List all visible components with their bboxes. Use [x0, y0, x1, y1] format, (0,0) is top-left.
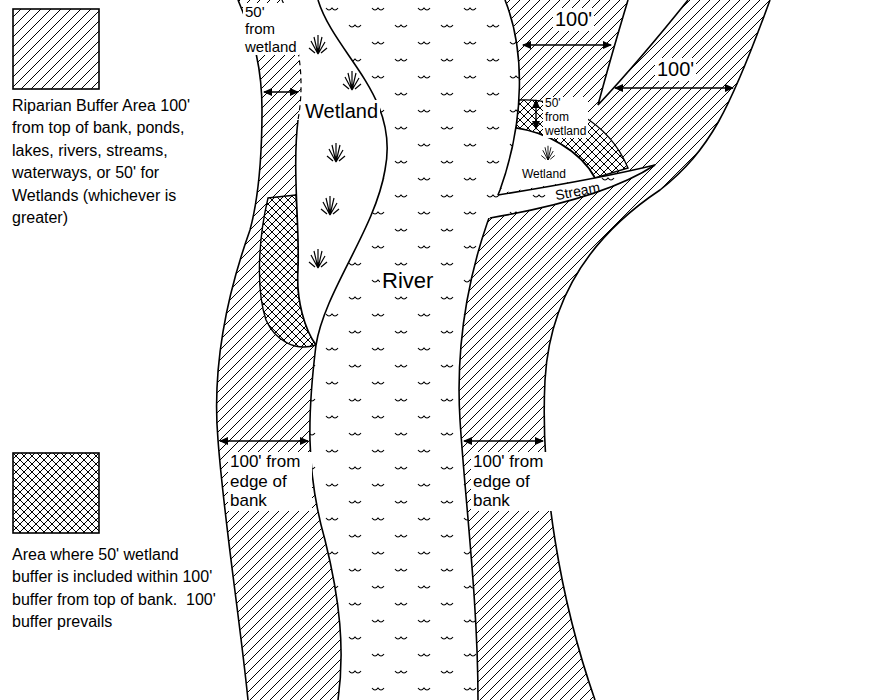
legend-text: Riparian Buffer Area 100' from top of ba…: [10, 95, 204, 229]
area-label: Wetland: [303, 100, 380, 123]
legend-swatch: [12, 8, 100, 90]
dimension-label: 100': [655, 58, 696, 81]
dimension-label: 50' from wetland: [243, 3, 299, 55]
dimension-label: 100' from edge of bank: [471, 452, 555, 511]
outlines: [217, 0, 770, 700]
stream: [478, 165, 655, 218]
legend-text: Area where 50' wetland buffer is include…: [10, 544, 220, 634]
stream-banks: [490, 165, 655, 218]
dimension-arrows: [220, 45, 733, 441]
area-label: Wetland: [520, 168, 568, 182]
riparian-buffer: [217, 0, 770, 700]
dimension-label: 100': [553, 8, 594, 31]
dimension-label: 50' from wetland: [543, 97, 588, 138]
legend-swatch: [12, 452, 100, 534]
waterway-label: River: [380, 268, 435, 293]
wetland-plants: [309, 35, 555, 268]
dimension-label: 100' from edge of bank: [228, 452, 312, 511]
unbuffered-notch: [598, 0, 688, 105]
